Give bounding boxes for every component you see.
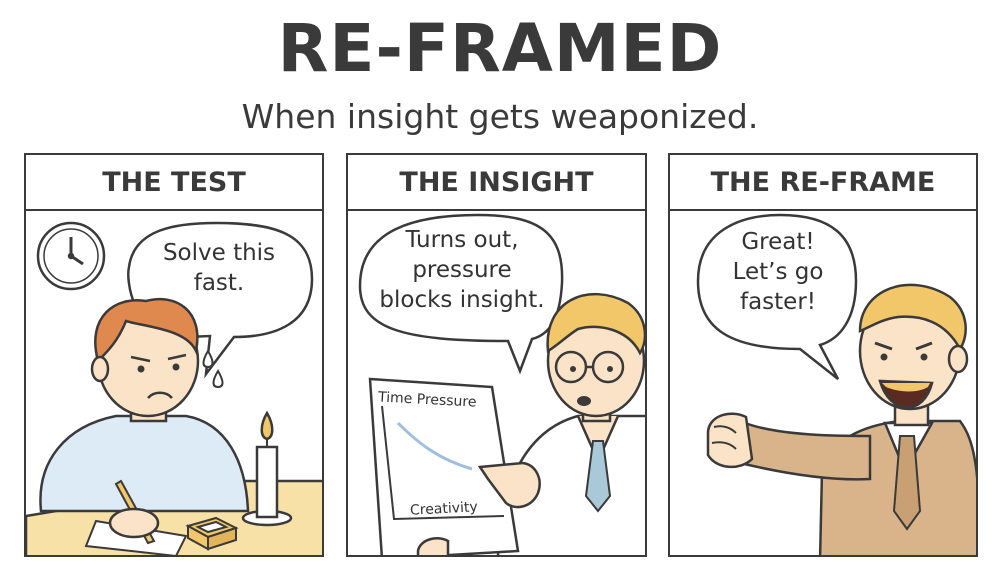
clock-icon	[36, 221, 106, 291]
holding-hand	[416, 537, 450, 555]
candle-icon	[241, 410, 293, 527]
speech-line: faster!	[739, 289, 817, 315]
panel-insight-scene	[358, 213, 645, 555]
panel-heading: THE RE-FRAME	[670, 155, 976, 211]
speech-line: fast.	[193, 270, 245, 296]
person-torso	[39, 414, 250, 513]
speech-line: Turns out,	[405, 227, 519, 253]
speech-line: Great!	[741, 229, 815, 255]
speech-text: Turns out, pressure blocks insight.	[362, 225, 562, 315]
person-hand	[108, 507, 160, 539]
panel-the-insight: THE INSIGHT Turns out, p	[346, 153, 647, 557]
speech-bubble	[358, 213, 564, 375]
tie-icon	[892, 435, 922, 531]
speech-text: Great! Let’s go faster!	[700, 227, 856, 317]
panel-the-test: THE TEST	[24, 153, 324, 557]
businessman-arm	[730, 421, 872, 481]
businessman-head	[858, 283, 969, 427]
sweat-drops-icon	[202, 349, 224, 389]
scientist-head	[546, 293, 645, 423]
pointing-hand	[477, 461, 541, 509]
fist-icon	[706, 412, 754, 468]
speech-bubble	[127, 221, 314, 379]
chart-curve	[396, 421, 473, 471]
comic-subtitle: When insight gets weaponized.	[241, 97, 759, 136]
matchbox-icon	[185, 516, 239, 551]
panel-test-scene	[26, 221, 322, 555]
speech-bubble	[696, 213, 858, 380]
tie-icon	[584, 440, 612, 513]
speech-line: blocks insight.	[379, 287, 545, 313]
person-head	[90, 297, 200, 418]
panel-the-reframe: THE RE-FRAME Great! Let’s go fas	[668, 153, 978, 557]
comic-title: RE-FRAMED	[277, 10, 723, 87]
panel-heading: THE TEST	[26, 155, 322, 211]
panel-heading: THE INSIGHT	[348, 155, 645, 211]
speech-line: Let’s go	[732, 259, 824, 285]
speech-line: Solve this	[162, 240, 276, 266]
speech-text: Solve this fast.	[134, 238, 304, 298]
speech-line: pressure	[412, 257, 512, 283]
chart-board	[368, 377, 520, 555]
panel-reframe-scene	[696, 213, 976, 555]
